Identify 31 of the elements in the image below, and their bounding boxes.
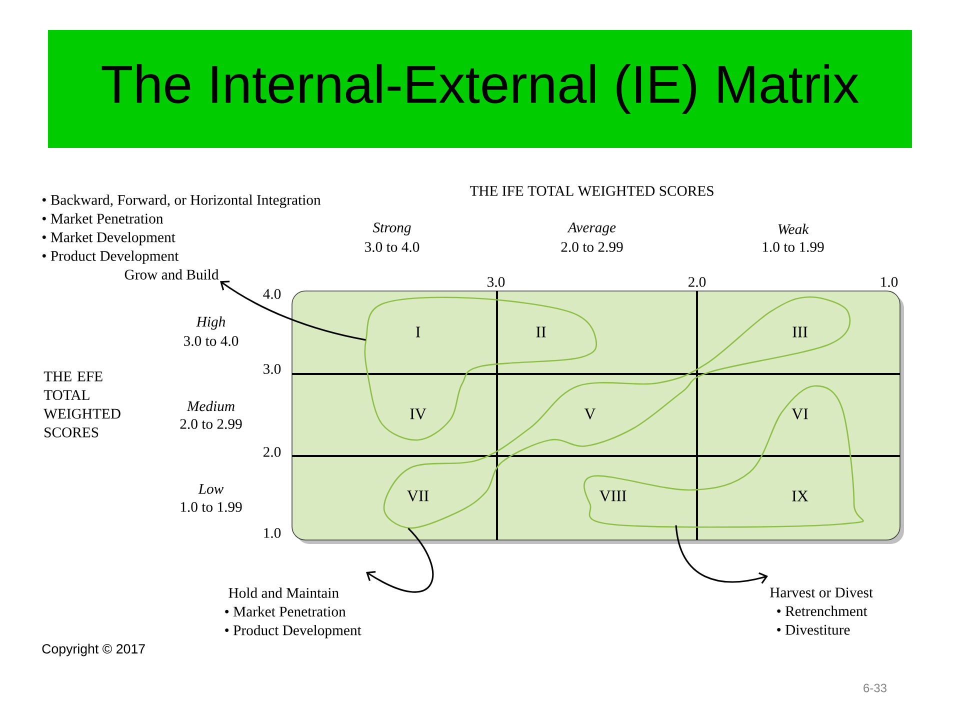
axis-title: THE IFE TOTAL WEIGHTED SCORES <box>470 186 714 196</box>
axis-label: 2.0 to 2.99 <box>561 242 623 252</box>
axis-label: 2.0 <box>264 447 281 457</box>
axis-label: 2.0 to 2.99 <box>180 419 242 429</box>
axis-label: Medium <box>186 400 234 412</box>
curved-arrow <box>220 280 366 341</box>
axis-label: 1.0 to 1.99 <box>180 502 242 512</box>
axis-label: 3.0 <box>488 277 505 287</box>
axis-label: Low <box>198 484 224 494</box>
title-banner: The Internal-External (IE) Matrix <box>48 30 912 148</box>
axis-label: 3.0 to 4.0 <box>184 336 238 346</box>
strategy-list: Harvest or Divest • Retrenchment • Divestiture <box>770 588 873 635</box>
axis-label: Strong <box>372 222 411 236</box>
axis-label: 1.0 <box>881 277 898 287</box>
axis-label: 4.0 <box>263 289 281 299</box>
page-number: 6-33 <box>864 684 886 692</box>
curved-arrow <box>675 525 768 584</box>
axis-label: 3.0 to 4.0 <box>365 242 420 252</box>
axis-label: Average <box>567 222 616 236</box>
axis-label: Weak <box>778 224 809 234</box>
strategy-list: Hold and Maintain • Market Penetration • Product Development <box>225 588 362 638</box>
axis-title: THE EFE TOTAL WEIGHTED SCORES <box>44 372 120 438</box>
blob-outline <box>584 385 864 528</box>
axis-label: 1.0 <box>264 528 281 538</box>
copyright-note: Copyright © 2017 <box>42 644 145 656</box>
axis-label: 1.0 to 1.99 <box>762 242 824 252</box>
blob-outline <box>364 296 598 441</box>
axis-label: 3.0 <box>264 364 281 374</box>
strategy-list: • Backward, Forward, or Horizontal Integration • Market Penetration • Market Development • Product Development Grow and Build <box>42 194 321 280</box>
axis-label: High <box>196 316 226 330</box>
blob-outline <box>383 296 851 529</box>
